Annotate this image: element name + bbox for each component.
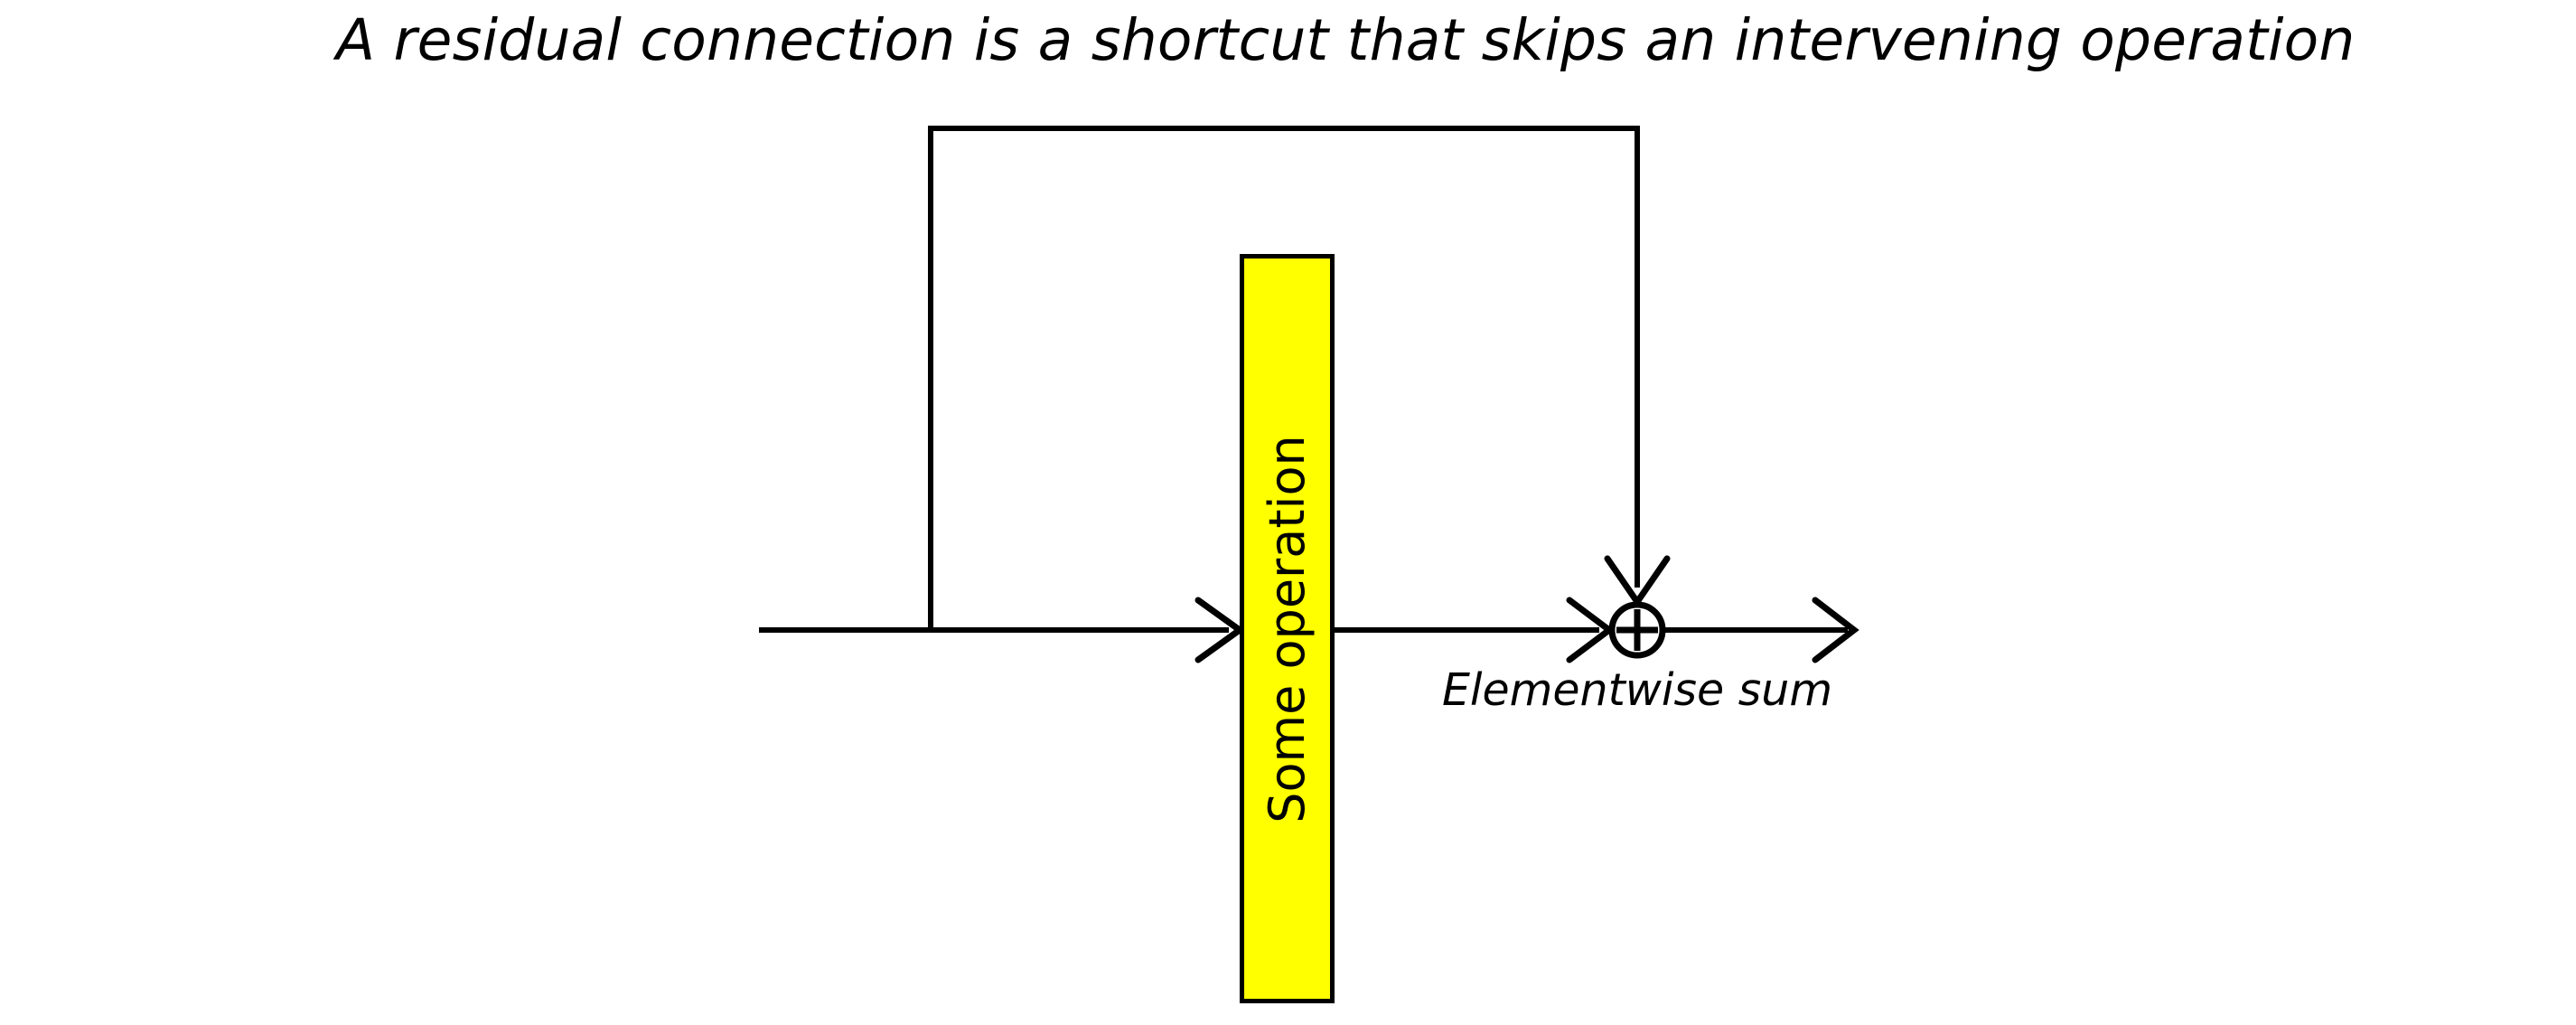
output-edge-arrowhead [1812, 597, 1859, 663]
operation-box-label: Some operation [1258, 434, 1316, 823]
output-edge [1665, 597, 1859, 663]
skip-connection-path [928, 126, 1640, 630]
input-edge [759, 597, 1246, 663]
operation-to-sum-edge [1335, 597, 1615, 663]
slide-title: A residual connection is a shortcut that… [336, 7, 2356, 73]
elementwise-sum-caption: Elementwise sum [1441, 664, 1833, 716]
operation-box: Some operation [1240, 254, 1335, 1003]
elementwise-sum-node [1608, 601, 1666, 659]
